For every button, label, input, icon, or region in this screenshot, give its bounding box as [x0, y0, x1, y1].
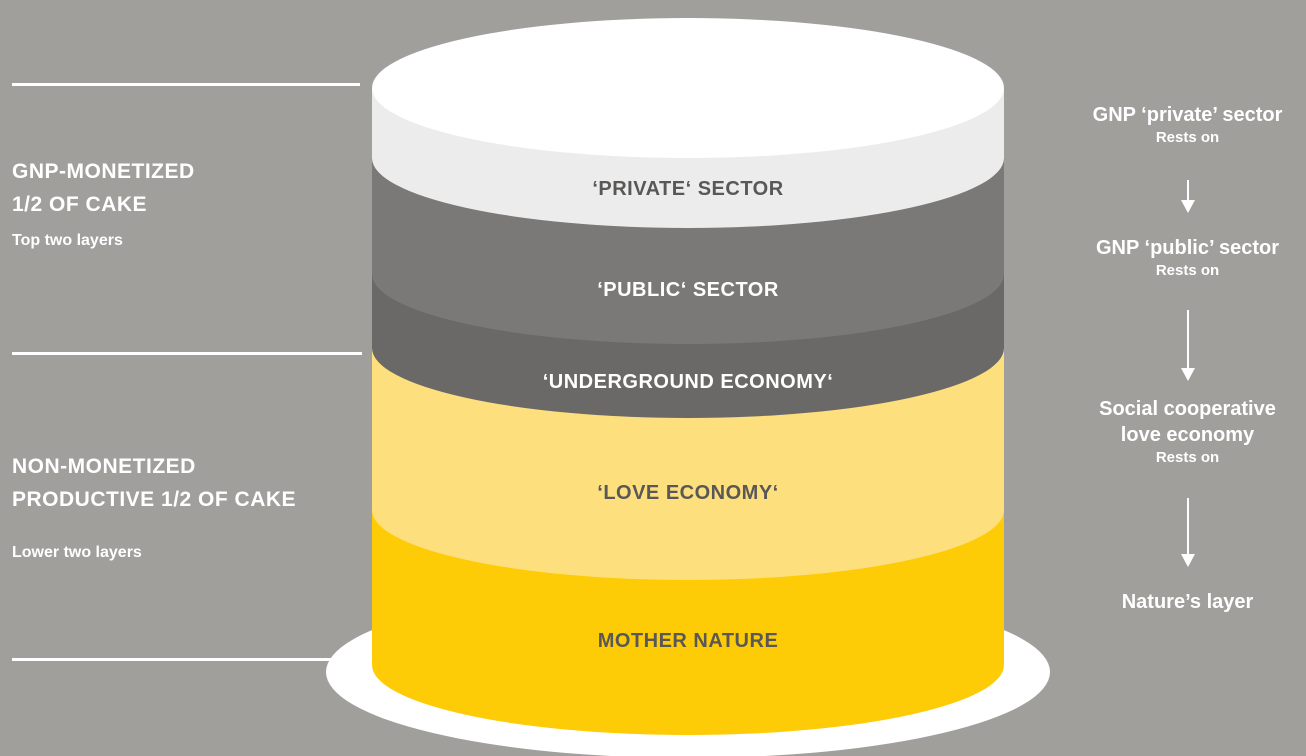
arrow-1-head: [1181, 200, 1195, 213]
layer-label-nature: MOTHER NATURE: [597, 630, 779, 652]
non-monetized-heading-line2: PRODUCTIVE 1/2 OF CAKE: [12, 488, 297, 511]
non-monetized-heading-line1: NON-MONETIZED: [12, 455, 196, 478]
step-private-rests: Rests on: [1155, 129, 1220, 146]
layer-label-underground: ‘UNDERGROUND ECONOMY‘: [542, 371, 834, 393]
divider-bottom: [12, 658, 332, 661]
step-nature-title: Nature’s layer: [1121, 591, 1254, 613]
non-monetized-subtitle: Lower two layers: [12, 544, 142, 561]
step-public-rests: Rests on: [1155, 262, 1220, 279]
step-love-rests: Rests on: [1155, 449, 1220, 466]
arrow-3-shaft: [1187, 498, 1189, 554]
cake-top: [372, 18, 1004, 158]
monetized-heading-line1: GNP-MONETIZED: [12, 160, 195, 183]
layer-label-love: ‘LOVE ECONOMY‘: [597, 482, 779, 504]
step-public-title: GNP ‘public’ sector: [1095, 237, 1280, 259]
step-public: GNP ‘public’ sector Rests on: [1060, 235, 1306, 281]
divider-top: [12, 83, 360, 86]
arrow-1-shaft: [1187, 180, 1189, 200]
arrow-2-head: [1181, 368, 1195, 381]
step-private: GNP ‘private’ sector Rests on: [1060, 102, 1306, 148]
step-nature: Nature’s layer: [1060, 589, 1306, 615]
layer-label-public: ‘PUBLIC‘ SECTOR: [597, 279, 779, 301]
arrow-2-shaft: [1187, 310, 1189, 368]
monetized-heading-line2: 1/2 OF CAKE: [12, 193, 148, 216]
arrow-3-head: [1181, 554, 1195, 567]
monetized-heading: GNP-MONETIZED 1/2 OF CAKE: [12, 155, 195, 221]
monetized-subtitle: Top two layers: [12, 232, 123, 249]
step-love: Social cooperative love economy Rests on: [1060, 396, 1306, 468]
step-love-title-line2: love economy: [1120, 424, 1255, 446]
non-monetized-heading: NON-MONETIZED PRODUCTIVE 1/2 OF CAKE: [12, 450, 296, 516]
step-love-title-line1: Social cooperative: [1099, 398, 1276, 420]
divider-middle: [12, 352, 362, 355]
layer-label-private: ‘PRIVATE‘ SECTOR: [592, 178, 784, 200]
step-private-title: GNP ‘private’ sector: [1092, 104, 1283, 126]
